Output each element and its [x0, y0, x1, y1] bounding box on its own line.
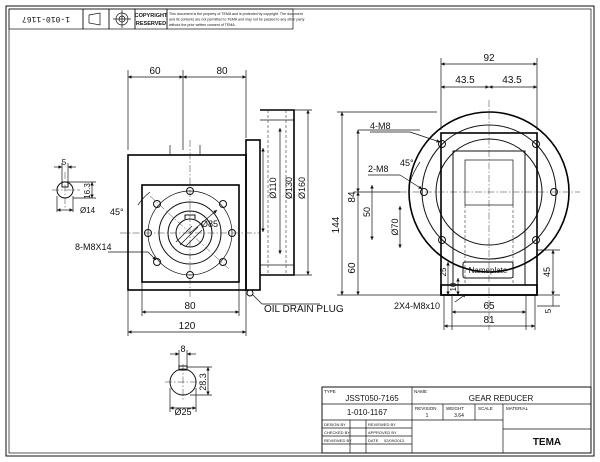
- side-4-m8: 4-M8: [370, 121, 391, 131]
- side-angle-45: 45°: [400, 158, 414, 168]
- input-shaft-detail: 5 16.3 Ø14: [52, 158, 96, 215]
- tb-design-by: DESIGN BY: [324, 422, 346, 427]
- front-angle-45: 45°: [110, 207, 124, 217]
- tb-date-label: DATE: [368, 438, 379, 443]
- bore-height-28-3: 28.3: [198, 373, 208, 391]
- dim-phi110: Ø110: [268, 177, 278, 198]
- copyright-title: COPYRIGHT: [135, 13, 168, 19]
- shaft-key-5: 5: [62, 158, 67, 167]
- side-dim-45: 45: [542, 267, 552, 277]
- side-dim-phi70: Ø70: [390, 218, 400, 235]
- tb-date-value: 02/09/2013: [384, 438, 405, 443]
- copyright-notice-1: This document is the property of TEMA an…: [169, 12, 303, 16]
- dim-80-top: 80: [216, 66, 228, 77]
- output-bore-detail: 8 28.3 Ø25: [165, 344, 212, 417]
- side-view: Nameplate 92 43.5 43.5 4-M8 2-M8 45° 144…: [331, 53, 580, 330]
- tb-type-value: JSST050-7165: [345, 394, 399, 403]
- copyright-reserved: RESERVED: [136, 21, 166, 27]
- output-flange-plate: [245, 139, 261, 291]
- tb-material-label: MATERIAL: [506, 406, 529, 411]
- dim-phi130: Ø130: [284, 177, 294, 199]
- front-view: OIL DRAIN PLUG 60 80 Ø110 Ø130 Ø160 Ø85 …: [75, 66, 344, 336]
- bore-phi25: Ø25: [174, 407, 191, 417]
- tb-revision-label: REVISION: [415, 406, 437, 411]
- tb-checked-by: CHECKED BY: [324, 430, 350, 435]
- side-dim-50: 50: [362, 207, 372, 217]
- copyright-notice-2: and its contents are not permitted to TE…: [169, 18, 305, 22]
- side-dim-5: 5: [544, 308, 553, 313]
- side-foot-holes: 2X4-M8x10: [394, 301, 440, 311]
- dim-120: 120: [179, 321, 196, 332]
- header-strip: 1-010-1167 COPYRIGHT RESERVED This docum…: [8, 8, 305, 30]
- side-dim-43-5-left: 43.5: [455, 75, 475, 86]
- side-dim-65: 65: [483, 301, 495, 312]
- projection-circle-icon: [113, 10, 131, 28]
- tb-reviewed-by-right: REVIEWED BY: [368, 422, 396, 427]
- side-dim-84: 84: [347, 191, 358, 203]
- copyright-notice-3: without the prior written consent of TEM…: [169, 23, 236, 27]
- tb-name-value: GEAR REDUCER: [469, 394, 534, 403]
- side-dim-81: 81: [483, 315, 495, 326]
- side-dim-60: 60: [347, 262, 358, 274]
- dim-60: 60: [149, 66, 161, 77]
- drawing-code-mirrored: 1-010-1167: [22, 14, 70, 23]
- tb-revision-value: 1: [426, 413, 429, 419]
- side-dim-10: 10: [449, 282, 458, 291]
- tb-code-value: 1-010-1167: [347, 408, 388, 417]
- projection-cone-icon: [88, 12, 101, 26]
- side-dim-25: 25: [439, 267, 448, 276]
- square-flange: [141, 184, 240, 283]
- side-2-m8: 2-M8: [368, 164, 389, 174]
- tb-weight-label: WEIGHT: [446, 406, 464, 411]
- dim-8-m8x14: 8-M8X14: [75, 242, 112, 252]
- housing-body: [127, 154, 247, 291]
- shaft-height-16-3: 16.3: [83, 183, 92, 199]
- dim-phi160: Ø160: [297, 177, 307, 199]
- tb-reviewed-by-left: REVIEWED BY: [324, 438, 352, 443]
- nameplate-label: Nameplate: [469, 266, 508, 275]
- oil-drain-plug-label: OIL DRAIN PLUG: [264, 304, 344, 315]
- tb-approved-by: APPROVED BY: [368, 430, 397, 435]
- dim-phi85: Ø85: [201, 219, 218, 229]
- sheet-inner-border: [8, 8, 592, 454]
- side-dim-43-5-right: 43.5: [502, 75, 522, 86]
- bore-key-8: 8: [180, 344, 185, 354]
- title-block: TYPE JSST050-7165 NAME GEAR REDUCER 1-01…: [321, 386, 592, 454]
- tb-type-label: TYPE: [324, 389, 336, 394]
- motor-flange: [260, 109, 295, 276]
- tb-weight-value: 3.64: [454, 413, 464, 419]
- dim-80-bottom: 80: [184, 301, 196, 312]
- drain-plug: [246, 289, 254, 297]
- tb-scale-label: SCALE: [478, 406, 493, 411]
- nameplate-box: [462, 261, 514, 279]
- side-dim-92: 92: [483, 53, 495, 64]
- sheet-border: [5, 5, 595, 457]
- shaft-phi14: Ø14: [80, 206, 96, 215]
- tb-brand: TEMA: [533, 437, 561, 448]
- side-dim-144: 144: [331, 216, 342, 233]
- tb-name-label: NAME: [414, 389, 427, 394]
